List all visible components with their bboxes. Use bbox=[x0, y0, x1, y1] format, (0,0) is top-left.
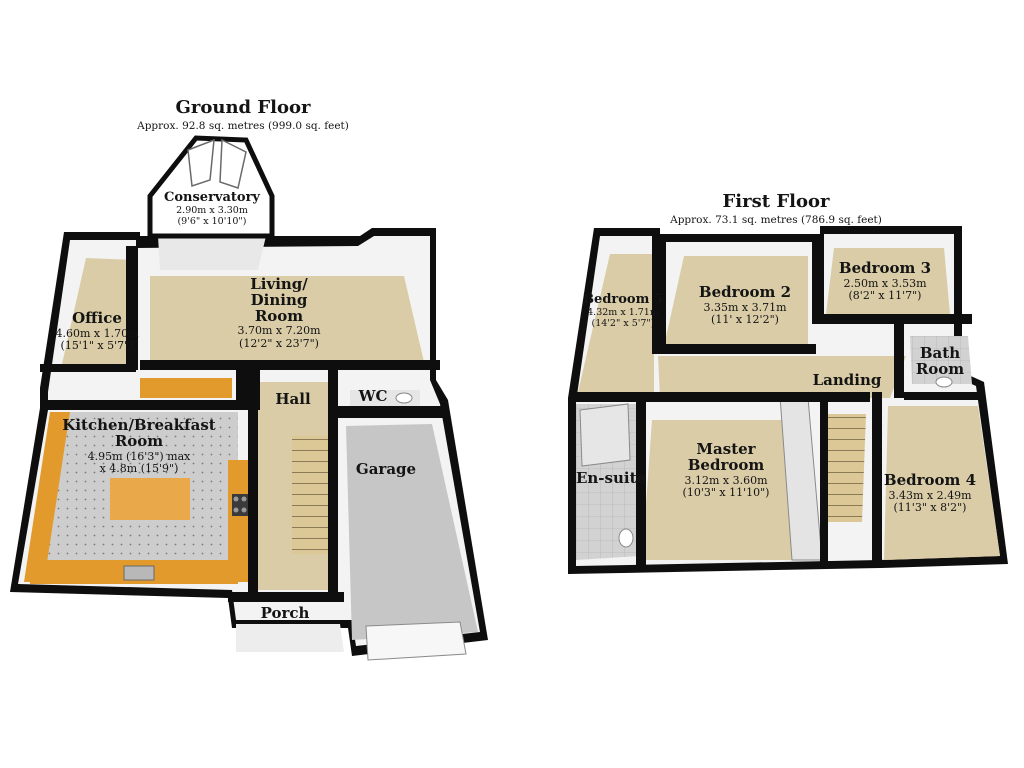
conservatory-floor bbox=[158, 236, 266, 270]
first-floor bbox=[568, 226, 1008, 574]
first-floor-name: First Floor bbox=[722, 191, 830, 212]
living-room-floor bbox=[150, 276, 424, 362]
bedroom3-floor bbox=[826, 248, 950, 314]
room-label-conservatory: Conservatory 2.90m x 3.30m (9'6" x 10'10… bbox=[164, 190, 260, 227]
room-label-master-bedroom: Master Bedroom 3.12m x 3.60m (10'3" x 11… bbox=[682, 440, 770, 500]
kitchen-worktop bbox=[24, 412, 70, 582]
bedroom5-floor bbox=[578, 254, 654, 392]
room-label-bedroom3: Bedroom 3 2.50m x 3.53m (8'2" x 11'7") bbox=[838, 259, 932, 303]
conservatory-roof bbox=[147, 135, 275, 239]
room-label-hall: Hall bbox=[275, 390, 311, 408]
first-stairs bbox=[826, 414, 866, 522]
garage-door bbox=[365, 621, 467, 661]
ground-floor-title: Ground Floor Approx. 92.8 sq. metres (99… bbox=[137, 97, 349, 132]
office-floor bbox=[62, 258, 134, 366]
ground-internal-walls bbox=[40, 246, 446, 602]
room-label-bedroom4: Bedroom 4 3.43m x 2.49m (11'3" x 8'2") bbox=[883, 471, 977, 515]
room-label-kitchen: Kitchen/Breakfast Room 4.95m (16'3") max… bbox=[62, 416, 216, 476]
room-label-garage: Garage bbox=[355, 460, 417, 478]
kitchen-sink bbox=[123, 565, 155, 581]
room-label-porch: Porch bbox=[260, 604, 310, 622]
ground-floor-area: Approx. 92.8 sq. metres (999.0 sq. feet) bbox=[137, 120, 349, 132]
garage-floor bbox=[346, 424, 478, 640]
bedroom2-floor bbox=[664, 256, 808, 346]
room-label-landing: Landing bbox=[812, 371, 882, 389]
first-floor-title: First Floor Approx. 73.1 sq. metres (786… bbox=[670, 191, 882, 226]
room-label-bedroom5: Bedroom 5 4.32m x 1.71m (14'2" x 5'7") bbox=[583, 292, 663, 329]
master-bedroom-floor bbox=[642, 420, 820, 560]
landing-floor bbox=[658, 356, 906, 398]
ground-floor-name: Ground Floor bbox=[175, 97, 311, 118]
kitchen-island bbox=[110, 478, 190, 520]
first-floor-area: Approx. 73.1 sq. metres (786.9 sq. feet) bbox=[670, 214, 882, 226]
ground-stairs bbox=[292, 436, 334, 554]
room-label-bathroom: Bath Room bbox=[915, 344, 965, 378]
bedroom4-floor bbox=[884, 406, 1000, 560]
bathroom-floor bbox=[910, 336, 972, 384]
room-label-office: Office 4.60m x 1.70m (15'1" x 5'7") bbox=[55, 309, 139, 353]
porch-floor bbox=[236, 624, 344, 652]
room-label-bedroom2: Bedroom 2 3.35m x 3.71m (11' x 12'2") bbox=[698, 283, 792, 327]
room-label-wc: WC bbox=[358, 387, 388, 405]
room-label-ensuite: En-suite bbox=[575, 469, 647, 487]
room-label-living-dining: Living/ Dining Room 3.70m x 7.20m (12'2"… bbox=[237, 275, 321, 350]
